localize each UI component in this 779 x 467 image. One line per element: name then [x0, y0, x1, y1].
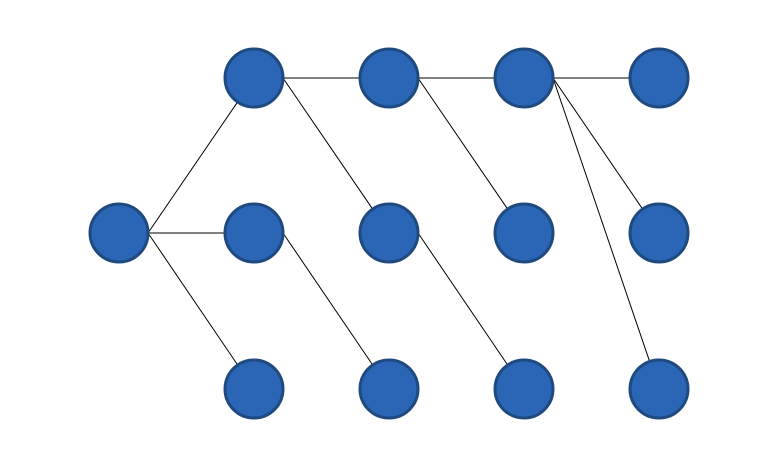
edges-layer — [147, 77, 651, 366]
edge-n-c1-r0-to-n-c2-r1 — [282, 77, 374, 210]
edge-n-c3-r0-to-n-c4-r2 — [552, 77, 651, 362]
node-n-c1-r1 — [223, 202, 285, 264]
node-n-c0-r1 — [88, 202, 150, 264]
node-n-c1-r0 — [223, 47, 285, 109]
node-n-c4-r1 — [628, 202, 690, 264]
edge-n-c0-r1-to-n-c1-r0 — [147, 101, 239, 234]
node-n-c2-r1 — [358, 202, 420, 264]
node-n-c2-r0 — [358, 47, 420, 109]
nodes-layer — [88, 47, 690, 420]
edge-n-c3-r0-to-n-c4-r1 — [552, 77, 644, 210]
node-n-c3-r1 — [493, 202, 555, 264]
edge-n-c2-r0-to-n-c3-r1 — [417, 77, 509, 210]
node-n-c1-r2 — [223, 358, 285, 420]
edge-n-c2-r1-to-n-c3-r2 — [417, 232, 509, 366]
node-n-c4-r2 — [628, 358, 690, 420]
node-n-c4-r0 — [628, 47, 690, 109]
node-n-c2-r2 — [358, 358, 420, 420]
node-n-c3-r0 — [493, 47, 555, 109]
edge-n-c0-r1-to-n-c1-r2 — [147, 232, 239, 366]
edge-n-c1-r1-to-n-c2-r2 — [282, 232, 374, 366]
node-n-c3-r2 — [493, 358, 555, 420]
